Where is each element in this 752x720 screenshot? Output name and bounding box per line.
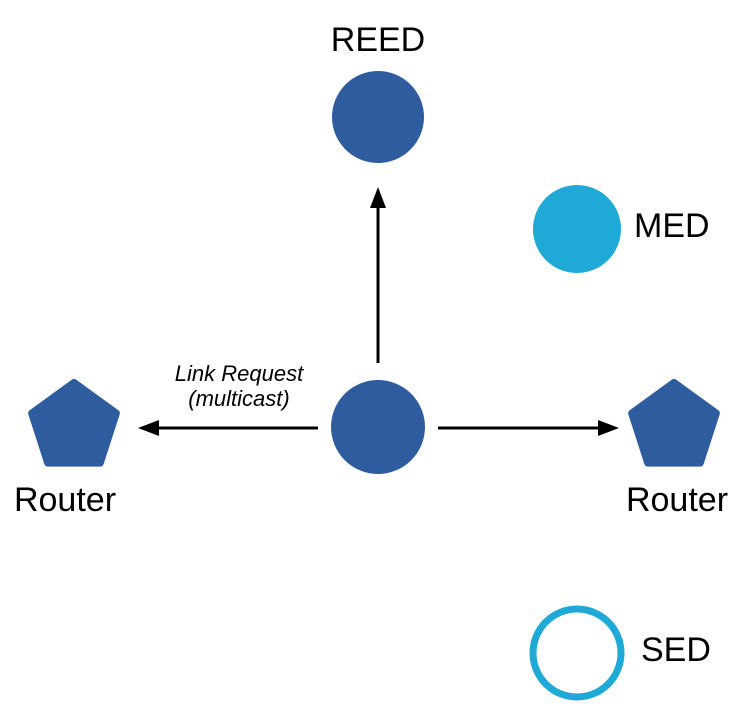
sed-label: SED bbox=[641, 631, 711, 669]
arrow-up bbox=[370, 187, 386, 363]
router-right-label: Router bbox=[625, 481, 729, 519]
arrow-right bbox=[438, 420, 619, 436]
med-node bbox=[533, 185, 621, 273]
link-request-line2: (multicast) bbox=[188, 386, 290, 411]
router-right-node bbox=[628, 379, 720, 467]
sed-node bbox=[529, 605, 625, 701]
router-left-node bbox=[28, 379, 120, 467]
router-left-label: Router bbox=[13, 481, 117, 519]
link-request-annotation: Link Request (multicast) bbox=[175, 361, 303, 411]
reed-label: REED bbox=[330, 21, 426, 59]
link-request-line1: Link Request bbox=[174, 361, 304, 386]
center-node bbox=[331, 380, 425, 474]
arrow-left bbox=[138, 420, 318, 436]
reed-node bbox=[332, 71, 424, 163]
med-label: MED bbox=[634, 207, 710, 245]
